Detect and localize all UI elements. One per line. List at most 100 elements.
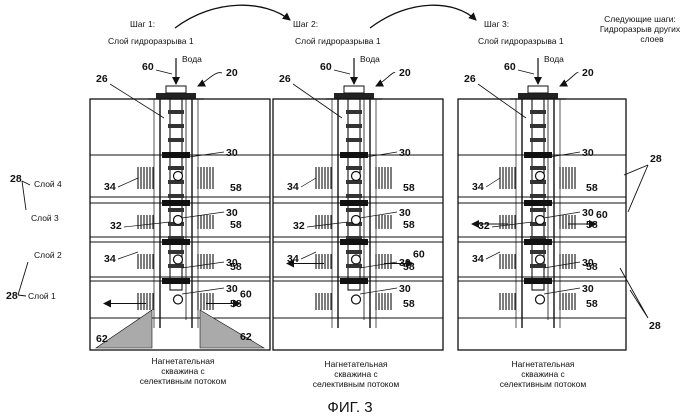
packer	[524, 239, 552, 245]
caption-1-line-3: селективным потоком	[140, 376, 227, 386]
step-2-subtitle: Слой гидроразрыва 1	[295, 36, 381, 46]
leader-30	[182, 262, 224, 268]
leader-34	[301, 252, 316, 259]
ref-62-right: 62	[240, 331, 252, 343]
ref-32: 32	[293, 220, 305, 232]
packer	[340, 200, 368, 206]
bracket-28-lower-left	[18, 262, 28, 296]
wellhead-plate	[156, 93, 196, 99]
leader-34	[118, 178, 138, 187]
leader-60-top	[156, 70, 172, 74]
ref-34-upper: 34	[287, 181, 299, 193]
ref-20: 20	[582, 67, 594, 79]
ref-30: 30	[582, 147, 594, 159]
ref-58: 58	[403, 298, 415, 310]
packer	[162, 200, 190, 206]
ref-34-lower: 34	[472, 253, 484, 265]
ref-26: 26	[279, 73, 291, 85]
ref-34-upper: 34	[104, 181, 116, 193]
caption-1-line-1: Нагнетательная	[151, 356, 214, 366]
bracket-28-upper-right	[624, 165, 648, 212]
packer	[162, 278, 190, 284]
wellhead-cap	[166, 86, 186, 93]
tubing-joint	[346, 110, 362, 114]
leader-30	[182, 288, 224, 294]
ref-32: 32	[478, 220, 490, 232]
ref-30: 30	[399, 207, 411, 219]
packer	[524, 200, 552, 206]
flow-valve	[536, 216, 545, 225]
bracket-28-lower-right	[620, 268, 648, 318]
well-panel-1: 6262Вода602026303030305858585834343260	[90, 54, 270, 350]
water-label: Вода	[182, 54, 202, 64]
caption-3-line-1: Нагнетательная	[511, 359, 574, 369]
step-1-subtitle: Слой гидроразрыва 1	[108, 36, 194, 46]
leader-34	[486, 178, 500, 187]
step-1-title: Шаг 1:	[130, 19, 155, 29]
water-label: Вода	[360, 54, 380, 64]
ref-58: 58	[403, 182, 415, 194]
tubing-joint	[346, 124, 362, 128]
leader-26	[293, 84, 342, 118]
layer-label-3: Слой 3	[31, 213, 59, 223]
leader-20	[376, 73, 395, 86]
ref-60-flow: 60	[240, 289, 252, 301]
ref-30: 30	[582, 207, 594, 219]
ref-30: 30	[226, 207, 238, 219]
wellhead-plate	[518, 93, 558, 99]
step-3-title: Шаг 3:	[484, 19, 509, 29]
caption-2-line-2: скважина с	[334, 369, 378, 379]
ref-58: 58	[230, 219, 242, 231]
ref-28-upper-right: 28	[650, 153, 662, 165]
tubing-joint	[346, 194, 362, 198]
caption-1-line-2: скважина с	[161, 366, 205, 376]
ref-30: 30	[399, 147, 411, 159]
leader-26	[110, 84, 164, 118]
ref-58: 58	[403, 219, 415, 231]
ref-34-upper: 34	[472, 181, 484, 193]
tubing-joint	[168, 250, 184, 254]
ref-60-top: 60	[142, 61, 154, 73]
leader-34	[301, 178, 316, 187]
flow-valve	[536, 255, 545, 264]
ref-58: 58	[403, 261, 415, 273]
tubing-joint	[530, 208, 546, 212]
wellhead-plate	[334, 93, 374, 99]
ref-28-upper-left: 28	[10, 173, 22, 185]
tubing-joint	[168, 194, 184, 198]
ref-58: 58	[586, 261, 598, 273]
tubing-joint	[530, 138, 546, 142]
ref-58: 58	[230, 261, 242, 273]
tubing-joint	[530, 194, 546, 198]
ref-30: 30	[226, 147, 238, 159]
tubing-joint	[346, 208, 362, 212]
step-arrow-1-2	[175, 5, 290, 28]
tubing-joint	[530, 110, 546, 114]
ref-58: 58	[586, 298, 598, 310]
tubing-joint	[168, 138, 184, 142]
tubing-joint	[168, 166, 184, 170]
flow-valve	[352, 216, 361, 225]
ref-32: 32	[110, 220, 122, 232]
tubing-joint	[530, 124, 546, 128]
bracket-28-upper-left	[22, 181, 30, 210]
leader-34	[486, 252, 500, 259]
tubing-joint	[530, 264, 546, 268]
next-steps-line-1: Следующие шаги:	[604, 14, 676, 24]
figure-caption: ФИГ. 3	[327, 399, 372, 416]
tubing-joint	[346, 250, 362, 254]
tubing-joint	[168, 110, 184, 114]
next-steps-line-3: слоев	[640, 34, 664, 44]
layer-label-2: Слой 2	[34, 250, 62, 260]
water-label: Вода	[544, 54, 564, 64]
leader-60-top	[334, 70, 350, 74]
step-2-title: Шаг 2:	[293, 19, 318, 29]
tubing-joint	[346, 264, 362, 268]
flow-valve	[352, 172, 361, 181]
leader-30	[182, 212, 224, 218]
ref-28-lower-left: 28	[6, 290, 18, 302]
ref-20: 20	[399, 67, 411, 79]
next-steps-line-2: Гидроразрыв других	[600, 24, 681, 34]
layer-label-1: Слой 1	[28, 291, 56, 301]
